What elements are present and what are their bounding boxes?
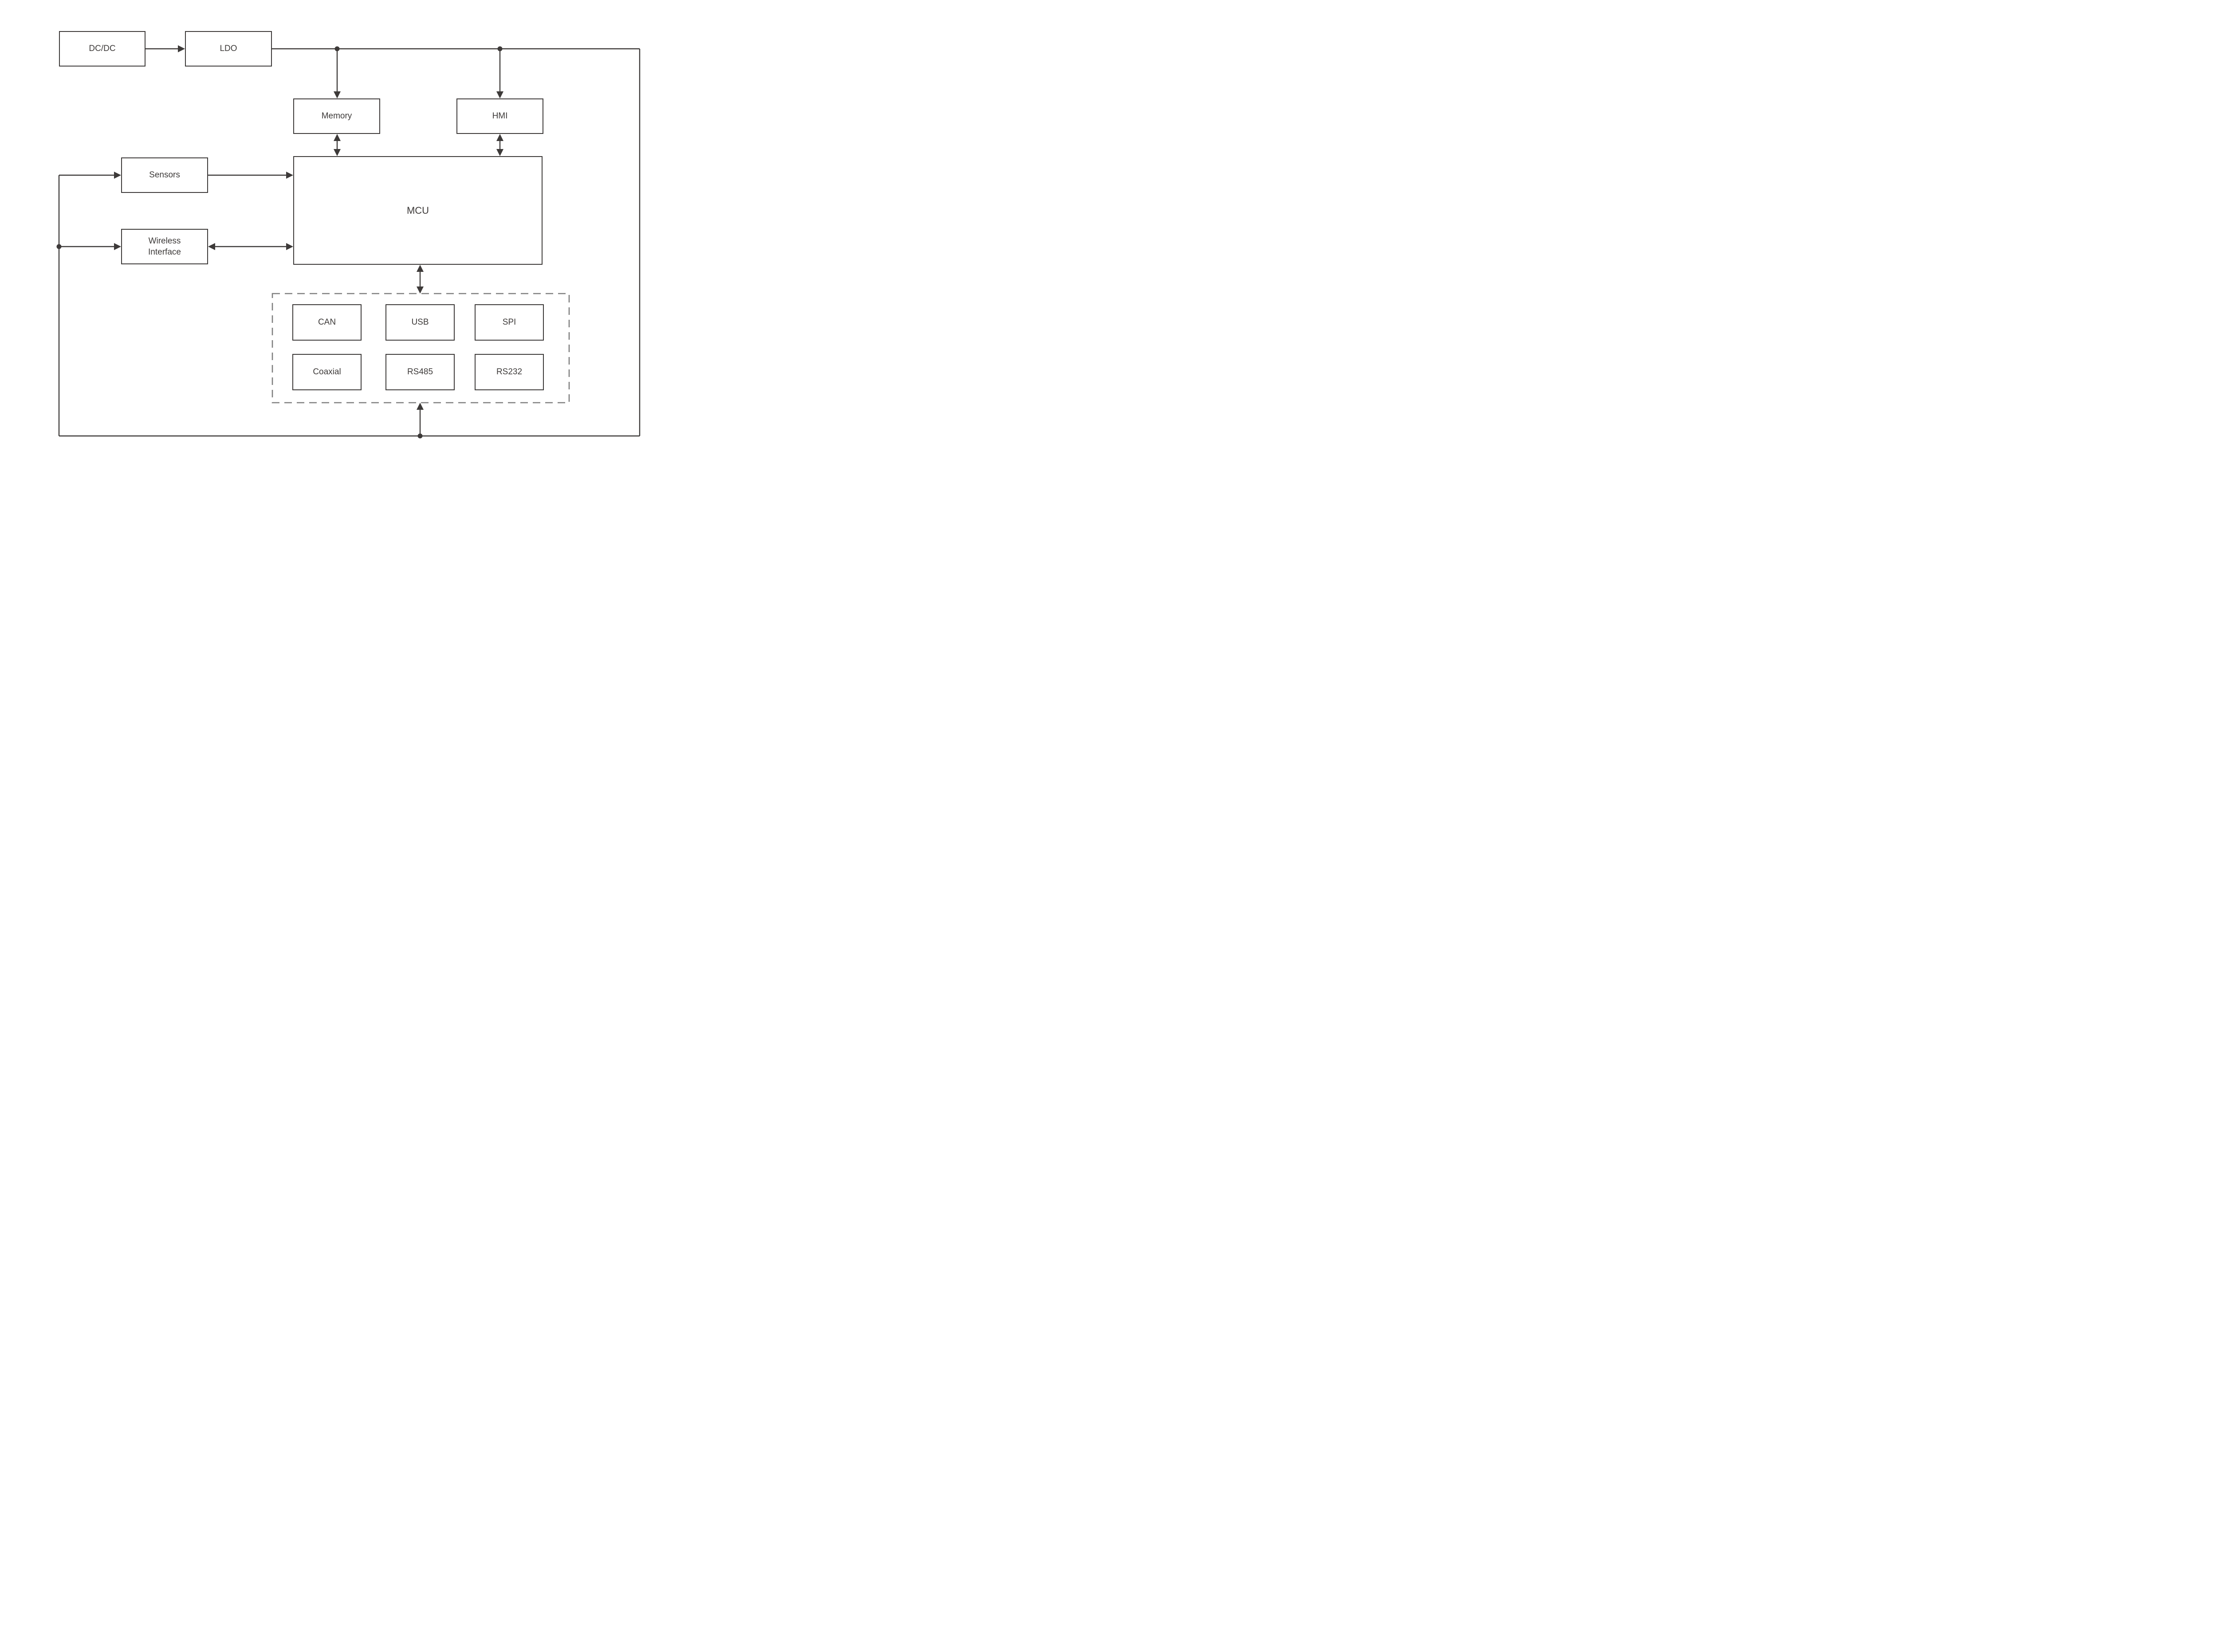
- block-dcdc: DC/DC: [59, 31, 146, 67]
- block-usb: USB: [385, 304, 455, 341]
- block-mcu-label: MCU: [406, 204, 429, 216]
- block-hmi-label: HMI: [492, 111, 508, 121]
- arrowhead-up-icon: [496, 134, 503, 141]
- arrowhead-right-icon: [286, 172, 293, 179]
- block-diagram-canvas: DC/DC LDO Memory HMI MCU Sensors Wireles…: [0, 0, 696, 518]
- arrowhead-down-icon: [334, 91, 341, 98]
- block-wireless-interface-label: Wireless Interface: [148, 236, 181, 257]
- arrowhead-down-icon: [496, 91, 503, 98]
- block-coaxial-label: Coaxial: [313, 367, 341, 377]
- arrowhead-right-icon: [114, 243, 121, 250]
- block-dcdc-label: DC/DC: [89, 44, 116, 54]
- block-ldo-label: LDO: [220, 44, 237, 54]
- edge-bus-to-sensors: [59, 172, 121, 179]
- block-spi-label: SPI: [502, 318, 516, 327]
- block-rs485-label: RS485: [407, 367, 433, 377]
- arrowhead-down-icon: [496, 149, 503, 156]
- block-can: CAN: [292, 304, 362, 341]
- arrowhead-up-icon: [417, 403, 424, 410]
- block-mcu: MCU: [293, 156, 543, 265]
- arrowhead-up-icon: [417, 265, 424, 272]
- arrowhead-up-icon: [334, 134, 341, 141]
- block-sensors: Sensors: [121, 157, 208, 193]
- edge-wireless-mcu: [208, 243, 293, 250]
- edge-bus-to-memory: [334, 46, 341, 98]
- edge-dcdc-to-ldo: [146, 45, 185, 52]
- wired-interface-group-border: [271, 293, 570, 404]
- block-ldo: LDO: [185, 31, 272, 67]
- edge-memory-mcu: [334, 134, 341, 156]
- edge-power-bus: [58, 48, 641, 437]
- arrowhead-right-icon: [178, 45, 185, 52]
- block-rs232: RS232: [475, 354, 544, 390]
- arrowhead-right-icon: [114, 172, 121, 179]
- block-wireless-interface: Wireless Interface: [121, 229, 208, 264]
- edge-hmi-mcu: [496, 134, 503, 156]
- block-usb-label: USB: [411, 318, 429, 327]
- block-rs232-label: RS232: [496, 367, 523, 377]
- arrowhead-left-icon: [208, 243, 215, 250]
- edge-sensors-mcu: [208, 172, 293, 179]
- arrowhead-down-icon: [334, 149, 341, 156]
- edge-bottombus-to-interfaces: [417, 403, 424, 439]
- block-coaxial: Coaxial: [292, 354, 362, 390]
- edge-bus-to-wireless: [56, 243, 121, 250]
- block-rs485: RS485: [385, 354, 455, 390]
- block-spi: SPI: [475, 304, 544, 341]
- edge-mcu-interfaces: [417, 265, 424, 294]
- arrowhead-right-icon: [286, 243, 293, 250]
- block-memory-label: Memory: [321, 111, 352, 121]
- block-memory: Memory: [293, 98, 380, 134]
- edge-bus-to-hmi: [496, 46, 503, 98]
- arrowhead-down-icon: [417, 286, 424, 294]
- block-hmi: HMI: [456, 98, 543, 134]
- block-can-label: CAN: [318, 318, 336, 327]
- connector-layer: [56, 45, 641, 439]
- block-sensors-label: Sensors: [149, 170, 180, 180]
